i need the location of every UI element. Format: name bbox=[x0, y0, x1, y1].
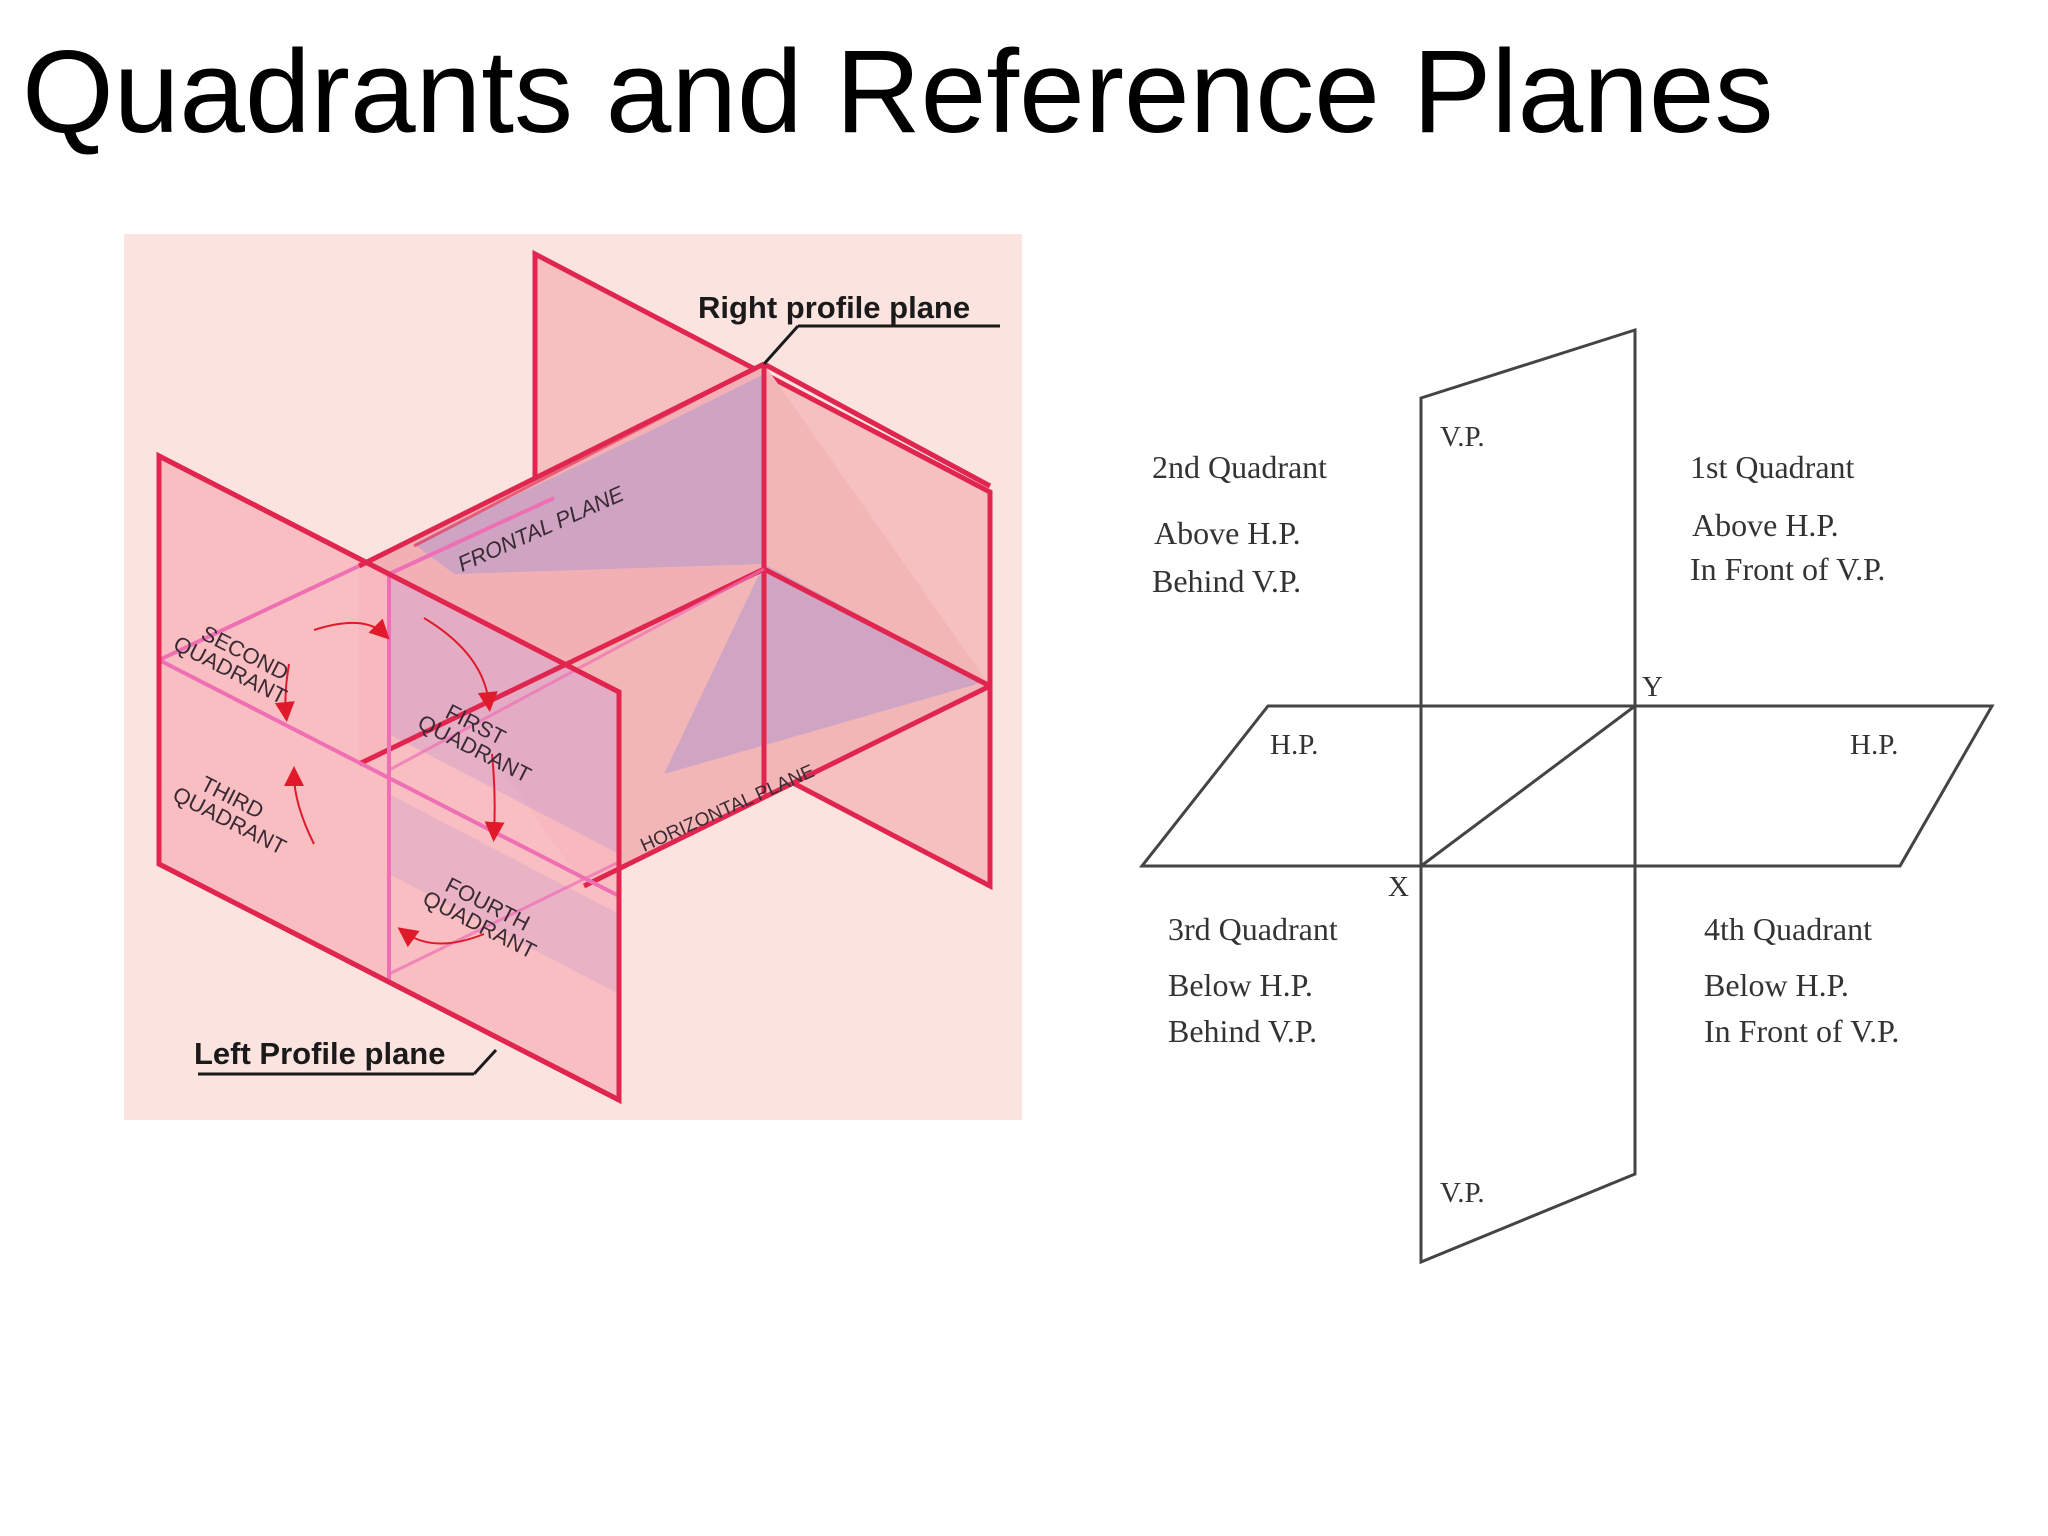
arrow-second-to-first bbox=[313, 618, 390, 640]
first-quadrant-title: 1st Quadrant bbox=[1690, 449, 1855, 485]
vertical-plane-outline bbox=[1419, 327, 1637, 1265]
first-quadrant-desc2: In Front of V.P. bbox=[1690, 551, 1885, 587]
second-quadrant-title: 2nd Quadrant bbox=[1152, 449, 1327, 485]
second-quadrant-desc2: Behind V.P. bbox=[1152, 563, 1301, 599]
third-quadrant-desc1: Below H.P. bbox=[1168, 967, 1313, 1003]
left-inner-link-2 bbox=[388, 496, 555, 576]
fourth-quadrant-desc2: In Front of V.P. bbox=[1704, 1013, 1899, 1049]
vp-top-label: V.P. bbox=[1440, 421, 1485, 453]
left-profile-outline bbox=[156, 451, 622, 1105]
left-profile-leader bbox=[472, 1048, 498, 1076]
frontal-mid-edge bbox=[357, 566, 766, 767]
frontal-inner-top bbox=[413, 362, 765, 548]
slide-title: Quadrants and Reference Planes bbox=[22, 26, 1774, 158]
arrow-first-to-fourth bbox=[484, 753, 505, 842]
horizontal-right-edge bbox=[762, 566, 992, 689]
y-label: Y bbox=[1642, 671, 1663, 703]
left-inner-link-4 bbox=[388, 860, 620, 976]
left-inner-top-link bbox=[158, 564, 360, 662]
third-quadrant-title: 3rd Quadrant bbox=[1168, 911, 1338, 947]
arrow-first-top bbox=[423, 617, 498, 712]
reference-planes-diagram: V.P. V.P. H.P. H.P. X Y 2nd Quadrant Abo… bbox=[1120, 300, 2000, 1300]
left-plane-shade-lower bbox=[389, 794, 619, 994]
vp-bottom-label: V.P. bbox=[1440, 1177, 1485, 1209]
left-plane-shade-upper bbox=[389, 574, 619, 854]
x-label: X bbox=[1388, 871, 1409, 903]
fourth-quadrant-desc1: Below H.P. bbox=[1704, 967, 1849, 1003]
right-profile-label: Right profile plane bbox=[698, 290, 970, 325]
second-quadrant-desc1: Above H.P. bbox=[1154, 515, 1301, 551]
reference-planes-svg: V.P. V.P. H.P. H.P. X Y 2nd Quadrant Abo… bbox=[1138, 327, 1995, 1265]
xy-line bbox=[1420, 704, 1636, 868]
quadrants-3d-figure: SECOND QUADRANT FIRST QUADRANT THIRD QUA… bbox=[124, 234, 1022, 1120]
hp-right-label: H.P. bbox=[1850, 729, 1898, 761]
arrow-second-down bbox=[274, 663, 295, 722]
third-quadrant-desc2: Behind V.P. bbox=[1168, 1013, 1317, 1049]
left-profile-label: Left Profile plane bbox=[194, 1036, 445, 1071]
horizontal-front-edge bbox=[582, 683, 992, 889]
horizontal-shaded-region bbox=[664, 564, 984, 774]
right-plane-mid-edge bbox=[762, 361, 992, 489]
arrow-third-to-second bbox=[284, 766, 315, 845]
quadrants-3d-svg: SECOND QUADRANT FIRST QUADRANT THIRD QUA… bbox=[124, 234, 1022, 1120]
arrow-fourth-to-third bbox=[397, 927, 485, 948]
right-profile-leader bbox=[762, 324, 800, 366]
horizontal-plane-outline bbox=[1138, 704, 1995, 868]
fourth-quadrant-title: 4th Quadrant bbox=[1704, 911, 1872, 947]
first-quadrant-desc1: Above H.P. bbox=[1692, 507, 1839, 543]
hp-left-label: H.P. bbox=[1270, 729, 1318, 761]
